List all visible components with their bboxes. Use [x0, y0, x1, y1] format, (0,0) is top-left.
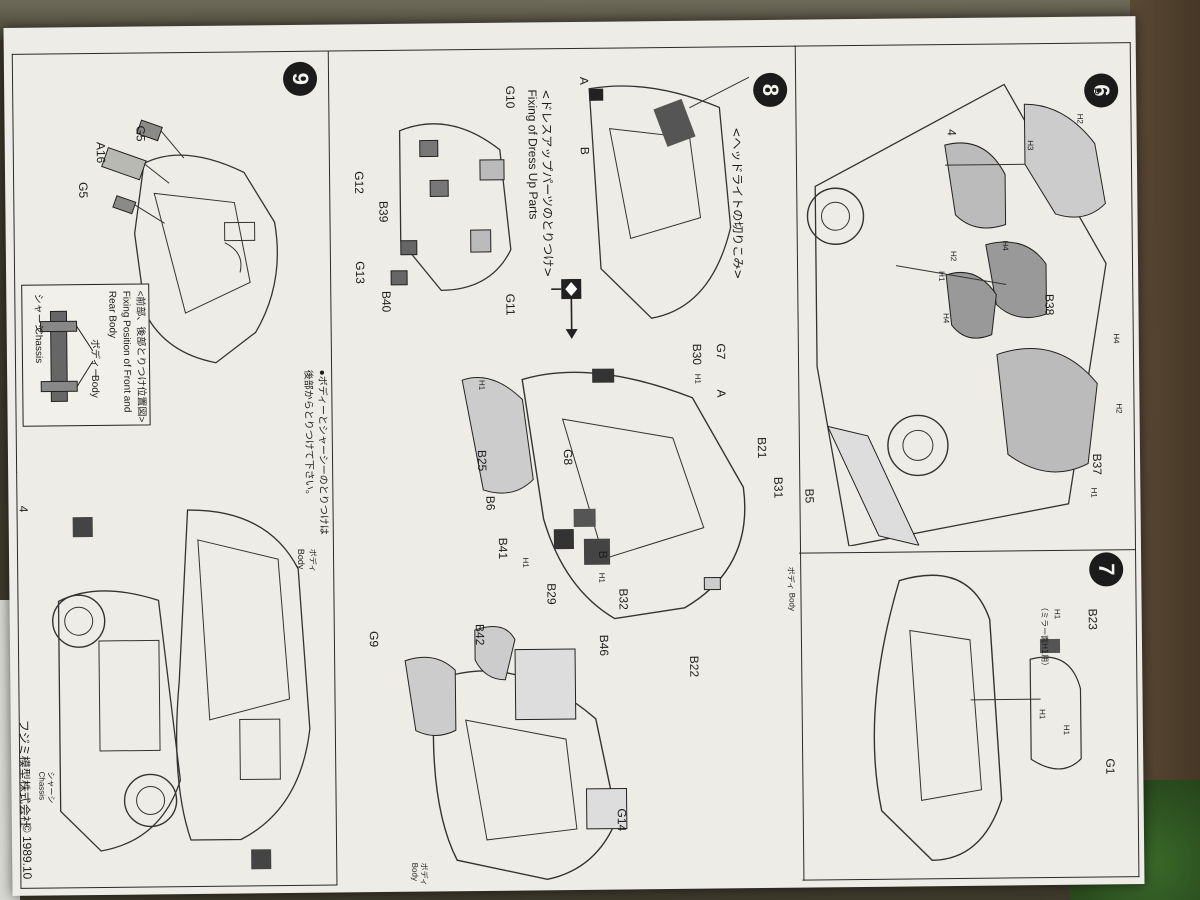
part-label: 4	[944, 128, 959, 136]
part-label: H4	[1000, 240, 1010, 251]
part-label: H4	[1111, 333, 1121, 344]
part-label: H1	[1052, 608, 1062, 620]
part-label: H4	[941, 313, 951, 324]
part-label: B46	[596, 634, 612, 657]
instruction-sheet: 9 G5 A16 G5 <前部、後部とりつけ位置図> Fixing Positi…	[3, 16, 1145, 896]
part-label: B40	[379, 290, 394, 313]
part-label: H1	[477, 379, 487, 391]
legend-mount-diagram	[40, 310, 94, 402]
part-label: B4	[1088, 87, 1103, 103]
part-label: B39	[376, 200, 391, 223]
legend-title-en-line2: Rear Body	[106, 290, 118, 339]
part-label: B29	[544, 583, 559, 605]
body-label-en: Body	[295, 548, 307, 570]
part-label: G8	[560, 448, 576, 466]
part-label: B42	[472, 623, 487, 646]
body-label-jp: ボディ	[786, 566, 796, 591]
dress-up-parts-drawing	[390, 123, 512, 292]
part-label: A16	[93, 141, 108, 164]
part-label: H1	[1061, 724, 1071, 736]
part-label: H2	[1114, 403, 1124, 414]
chassis-interior-drawing	[806, 83, 1107, 547]
part-label: B6	[483, 495, 498, 511]
body-chassis-assembly-drawing	[52, 509, 311, 870]
step-9-panel: 9 G5 A16 G5 <前部、後部とりつけ位置図> Fixing Positi…	[11, 50, 334, 535]
part-label: B30	[689, 343, 705, 366]
part-label: B37	[1090, 453, 1105, 475]
part-label: B31	[771, 476, 786, 499]
part-label: H1	[597, 572, 607, 583]
part-label: G13	[352, 261, 368, 284]
mirror-surface-note: （ミラー面H1用）	[1039, 603, 1050, 671]
part-label: B23	[1085, 608, 1100, 631]
part-label: H1	[937, 271, 947, 282]
part-label: B32	[616, 588, 631, 610]
part-label: G1	[1103, 758, 1118, 775]
step-9-rear-body-drawing	[101, 119, 278, 364]
chassis-label-en: Chassis	[37, 771, 47, 801]
part-label: G10	[503, 85, 518, 109]
part-label: H1	[1037, 709, 1047, 720]
part-label: A	[577, 76, 592, 85]
part-label: B25	[474, 449, 490, 472]
part-label: B5	[802, 488, 817, 504]
legend-body-en: Body	[89, 374, 101, 398]
step-8-panel: 8 <ヘッドライトの切りこみ> <ドレスアップパーツのとりつけ> Fixing …	[327, 45, 805, 887]
legend-chassis-en: Chassis	[32, 327, 44, 364]
part-label: H2	[1075, 113, 1085, 124]
part-label: G11	[503, 293, 518, 316]
page-number: 4	[16, 505, 31, 513]
part-label: B21	[754, 436, 770, 459]
step-8-badge: 8	[753, 72, 788, 108]
body-label-jp: ボディ	[419, 862, 429, 887]
part-label: H3	[1025, 140, 1035, 151]
part-label: G5	[133, 125, 148, 142]
part-label: H1	[1089, 487, 1099, 498]
body-label-en: Body	[787, 592, 797, 612]
part-label: G7	[713, 343, 728, 360]
legend-body-jp: ボディー	[88, 338, 101, 379]
step-7-panel: 7 H1 B23 （ミラー面H1用） H1 H1 G1	[799, 548, 1140, 881]
legend-title-jp: <前部、後部とりつけ位置図>	[134, 290, 147, 423]
part-label: B	[577, 146, 592, 155]
body-label-en: Body	[410, 862, 420, 881]
part-label: G14	[614, 808, 629, 832]
part-label: G5	[76, 182, 91, 199]
direction-arrows-icon	[551, 278, 582, 340]
mirror-body-drawing	[873, 574, 1082, 861]
part-label: G12	[352, 171, 367, 194]
step-9-body-chassis-panel: ボディ Body シャーシ Chassis	[16, 468, 338, 889]
part-label: B22	[687, 655, 702, 678]
part-label: B41	[495, 537, 511, 560]
rear-body-drawing	[404, 626, 628, 881]
part-label: A	[714, 389, 729, 398]
part-label: H2	[948, 250, 958, 262]
part-label: H1	[693, 373, 703, 384]
step-6-panel: 6 B4 H2 H3 4 H2 H4 H1 B38 H4 H4 H2 B37 B…	[793, 42, 1137, 554]
front-body-drawing	[461, 368, 746, 620]
part-label: B38	[1042, 293, 1057, 316]
fixing-position-legend: <前部、後部とりつけ位置図> Fixing Position of Front …	[21, 283, 151, 427]
legend-title-en-line1: Fixing Position of Front and	[120, 290, 133, 413]
part-label: H1	[521, 557, 531, 568]
part-label: B	[595, 550, 611, 559]
part-label: G9	[366, 631, 381, 648]
body-label-jp: ボディ	[307, 548, 318, 573]
chassis-label-jp: シャーシ	[46, 771, 56, 804]
copyright: © 1989.10	[19, 823, 35, 880]
company-name: フジミ模型株式会社	[16, 719, 32, 828]
headlight-cut-drawing	[588, 76, 750, 319]
